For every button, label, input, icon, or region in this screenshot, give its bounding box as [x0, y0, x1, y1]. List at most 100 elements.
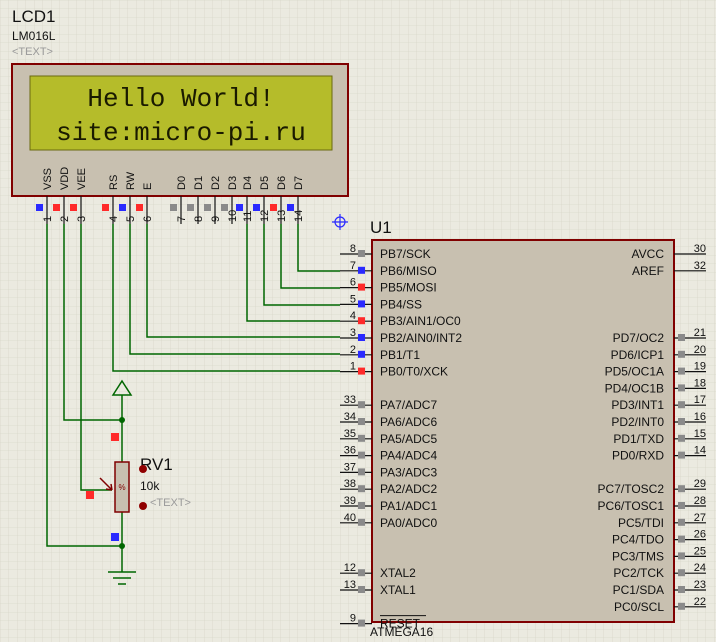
- lcd-pin-label: VDD: [59, 167, 71, 190]
- pin-state-square: [358, 401, 365, 409]
- pin-state-square: [678, 518, 685, 526]
- mcu-pin-label: PC4/TDO: [612, 533, 664, 547]
- lcd-component[interactable]: LCD1 LM016L <TEXT> Hello World! site:mic…: [11, 7, 349, 224]
- lcd-pin-e[interactable]: E6: [136, 183, 154, 224]
- lcd-pin-d1[interactable]: D18: [187, 176, 205, 224]
- pin-state-square: [221, 204, 228, 211]
- potentiometer-component[interactable]: % RV1 10k <TEXT>: [86, 433, 191, 541]
- mcu-pin-number: 15: [694, 428, 706, 440]
- wire-d4: [246, 224, 340, 322]
- pin-state-square: [119, 204, 126, 211]
- pin-state-square: [86, 491, 94, 499]
- wire-rs: [112, 224, 340, 372]
- mcu-pin-number: 18: [694, 377, 706, 389]
- lcd-pin-label: D5: [259, 176, 271, 190]
- lcd-pin-label: D3: [227, 176, 239, 190]
- mcu-pin-label: PC2/TCK: [613, 566, 664, 580]
- mcu-pin-number: 13: [344, 579, 356, 591]
- pin-state-square: [358, 300, 365, 308]
- mcu-pin-number: 5: [350, 293, 356, 305]
- pin-state-square: [358, 434, 365, 442]
- pin-state-square: [236, 204, 243, 211]
- pin-state-square: [253, 204, 260, 211]
- lcd-pin-d0[interactable]: D07: [170, 176, 188, 224]
- pin-state-square: [53, 204, 60, 211]
- ground-terminal[interactable]: [108, 571, 136, 585]
- pin-state-square: [170, 204, 177, 211]
- lcd-pin-rw[interactable]: RW5: [119, 171, 137, 224]
- mcu-pin-number: 4: [350, 310, 356, 322]
- lcd-pin-label: VEE: [76, 168, 88, 190]
- pin-state-square: [358, 283, 365, 291]
- pot-text-tag: <TEXT>: [150, 497, 191, 509]
- mcu-pin-number: 24: [694, 562, 706, 574]
- wires: [46, 224, 340, 572]
- lcd-pin-label: D4: [242, 176, 254, 190]
- mcu-pin-label: AREF: [632, 264, 664, 278]
- pot-body[interactable]: [114, 461, 130, 513]
- pin-state-square: [678, 552, 685, 560]
- mcu-pin-label: PC0/SCL: [614, 600, 664, 614]
- power-terminal[interactable]: [111, 379, 133, 396]
- pot-terminal-icon: [139, 502, 147, 510]
- mcu-pin-pc2-tck[interactable]: 24 PC2/TCK: [613, 562, 706, 580]
- mcu-body[interactable]: [371, 239, 675, 623]
- mcu-pin-number: 39: [344, 495, 356, 507]
- mcu-pin-label: PC5/TDI: [618, 516, 664, 530]
- mcu-pin-number: 28: [694, 495, 706, 507]
- pin-state-square: [358, 266, 365, 274]
- pin-state-square: [678, 401, 685, 409]
- lcd-pin-rs[interactable]: RS4: [102, 175, 120, 224]
- lcd-pin-d2[interactable]: D29: [204, 176, 222, 224]
- lcd-pin-label: VSS: [42, 168, 54, 190]
